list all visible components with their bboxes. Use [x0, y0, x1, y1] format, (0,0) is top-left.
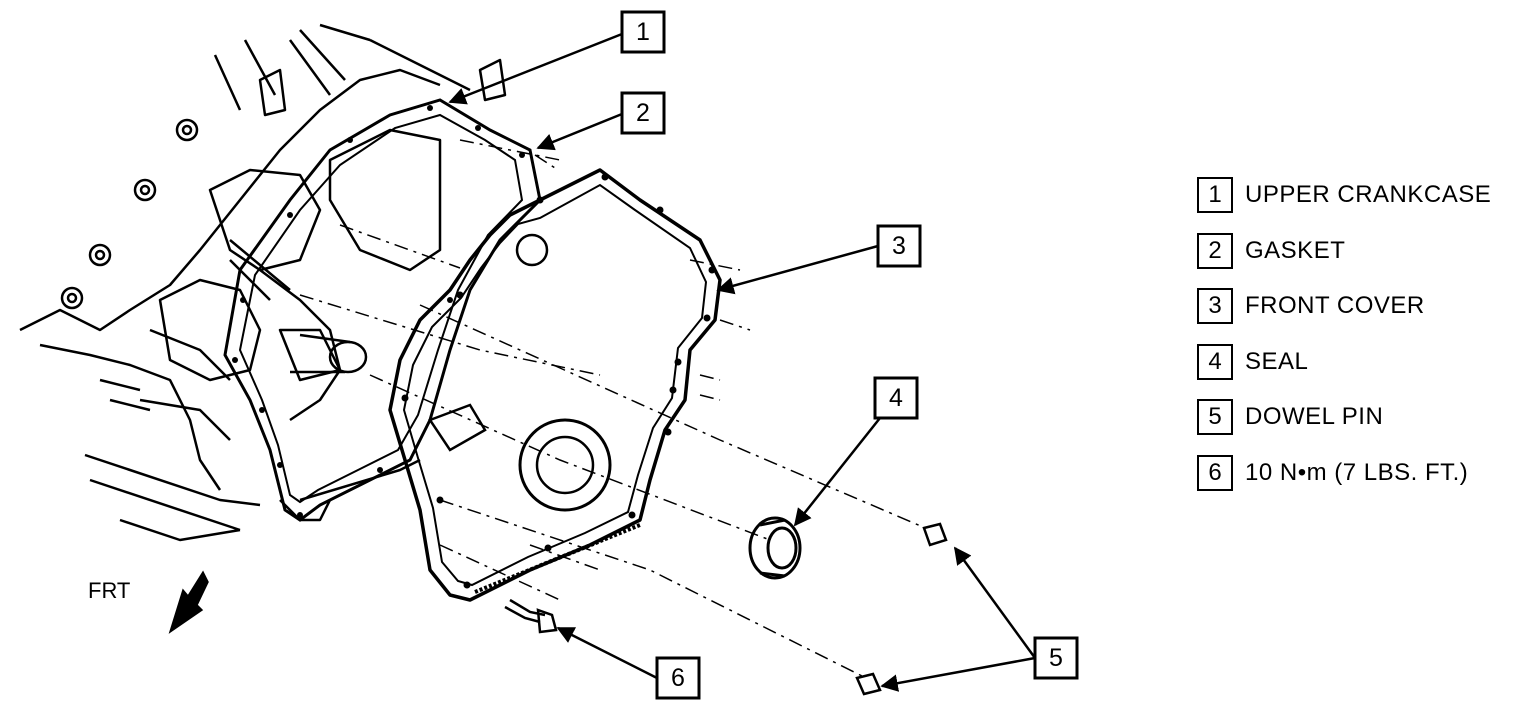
legend-number: 6 — [1197, 454, 1233, 491]
seal-drawing — [748, 516, 802, 580]
legend-label: GASKET — [1245, 236, 1346, 264]
leader-arrows — [448, 32, 1037, 692]
callout-6-number: 6 — [671, 664, 685, 692]
bolt-drawing — [504, 598, 558, 634]
front-cover-bolt-holes — [401, 173, 716, 589]
callout-2-number: 2 — [636, 99, 650, 127]
legend-number: 1 — [1197, 177, 1233, 213]
callout-4: 4 — [873, 376, 919, 420]
front-cover-boss — [515, 233, 549, 267]
parts-legend: 1 UPPER CRANKCASE 2 GASKET 3 FRONT COVER… — [1197, 176, 1491, 509]
callout-3: 3 — [876, 224, 922, 268]
callout-1: 1 — [620, 10, 666, 54]
legend-number: 5 — [1197, 399, 1233, 435]
gasket-inner-outline — [238, 113, 524, 504]
dowel-pin-drawing — [855, 522, 948, 696]
upper-crankcase-drawing — [19, 23, 507, 542]
legend-label: 10 N•m (7 LBS. FT.) — [1245, 458, 1469, 486]
frt-label: FRT — [88, 578, 130, 603]
callout-1-number: 1 — [636, 18, 650, 46]
legend-item: 4 SEAL — [1197, 343, 1491, 381]
legend-label: UPPER CRANKCASE — [1245, 181, 1492, 208]
alignment-lines — [299, 139, 931, 681]
callout-5: 5 — [1033, 636, 1079, 680]
legend-item: 3 FRONT COVER — [1197, 287, 1491, 325]
front-cover-inner-outline — [402, 183, 708, 587]
legend-label: SEAL — [1245, 347, 1309, 375]
callout-6: 6 — [655, 656, 701, 700]
legend-number: 2 — [1197, 232, 1233, 269]
callout-3-number: 3 — [892, 232, 906, 260]
legend-label: DOWEL PIN — [1245, 403, 1384, 430]
frt-arrow-icon — [168, 570, 209, 634]
callout-2: 2 — [620, 91, 666, 135]
legend-item: 6 10 N•m (7 LBS. FT.) — [1197, 454, 1491, 492]
legend-item: 1 UPPER CRANKCASE — [1197, 176, 1491, 214]
front-cover-seal-bore-inner — [535, 435, 595, 495]
front-cover-slot — [428, 403, 487, 452]
legend-number: 4 — [1197, 343, 1233, 380]
gasket-bolt-holes — [232, 105, 525, 518]
callout-4-number: 4 — [889, 384, 903, 412]
callout-5-number: 5 — [1049, 644, 1063, 672]
legend-label: FRONT COVER — [1245, 292, 1425, 319]
front-cover-seal-bore — [518, 418, 612, 512]
legend-number: 3 — [1197, 288, 1233, 324]
legend-item: 5 DOWEL PIN — [1197, 398, 1491, 436]
legend-item: 2 GASKET — [1197, 232, 1491, 270]
